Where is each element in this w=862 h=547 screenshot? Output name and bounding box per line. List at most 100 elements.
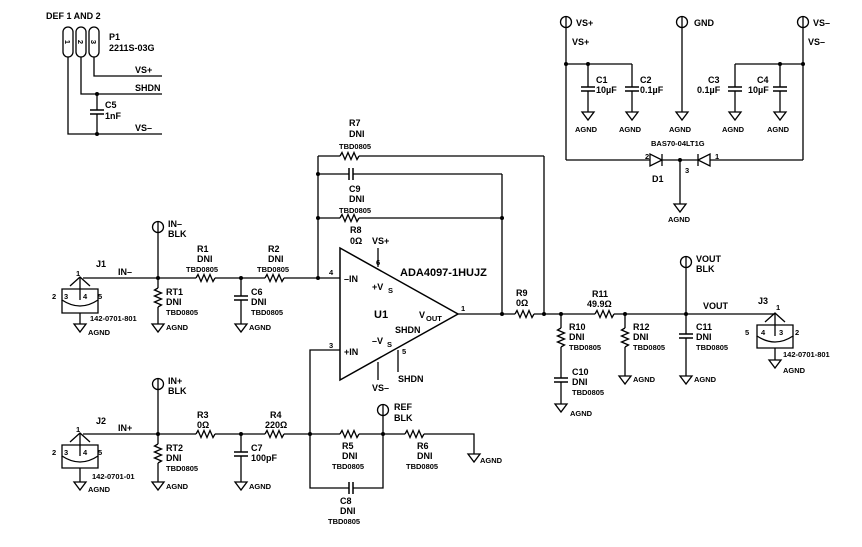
u1-pin-6: 6 [376,258,380,267]
r11-value: 49.9Ω [587,299,612,309]
c8-pkg: TBD0805 [328,517,360,526]
c7-value: 100pF [251,453,278,463]
r3-value: 0Ω [197,420,209,430]
u1-pin-vs-plus: +V [372,282,383,292]
r10-value: DNI [569,332,585,342]
vs-plus-net-label: VS+ [572,37,589,47]
c6-value: DNI [251,297,267,307]
rt1-value: DNI [166,297,182,307]
c4-gnd-label: AGND [767,125,790,134]
c2-gnd-label: AGND [619,125,642,134]
opamp-u1: ADA4097-1HUJZ U1 –IN +IN +V S –V S V OUT… [329,236,595,393]
vs-minus-net-label: VS– [808,37,825,47]
connector-j3: J3 1 5 4 3 2 142-0701-801 AGND [745,296,830,375]
d1-part: BAS70-04LT1G [651,139,705,148]
c5-value: 1nF [105,111,122,121]
c11-ref: C11 [696,322,712,332]
tp-in-plus-name: IN+ [168,376,182,386]
c1-value: 10µF [596,85,617,95]
r6-gnd-label: AGND [480,456,503,465]
rt2-pkg: TBD0805 [166,464,198,473]
r4-value: 220Ω [265,420,287,430]
u1-pin-4: 4 [329,268,334,277]
r6-pkg: TBD0805 [406,462,438,471]
c4-value: 10µF [748,85,769,95]
d1-ref: D1 [652,174,664,184]
r3-ref: R3 [197,410,209,420]
j2-ref: J2 [96,416,106,426]
p1-net-vs-minus: VS– [135,123,152,133]
c9-value: DNI [349,194,365,204]
r7-ref: R7 [349,118,361,128]
u1-pin-vs-plus-sub: S [388,286,393,295]
j3-pin-4: 4 [761,328,766,337]
c2-ref: C2 [640,75,652,85]
rt2-value: DNI [166,453,182,463]
c6-gnd-label: AGND [249,323,272,332]
c8-ref: C8 [340,496,352,506]
j3-gnd-label: AGND [783,366,806,375]
j2-pin-4: 4 [83,448,88,457]
r2-ref: R2 [268,244,280,254]
c11-gnd-label: AGND [694,375,717,384]
c11-pkg: TBD0805 [696,343,728,352]
feedback-network: R7 DNI TBD0805 C9 DNI TBD0805 R8 0Ω [316,118,545,314]
j1-pin-1: 1 [76,269,80,278]
in-plus-net-label: IN+ [118,423,132,433]
c11-value: DNI [696,332,712,342]
p1-net-vs-plus: VS+ [135,65,152,75]
j2-part: 142-0701-01 [92,472,135,481]
d1-pin-2: 2 [645,152,649,161]
j1-pin-4: 4 [83,292,88,301]
p1-pin-1: 1 [63,40,72,44]
u1-pin-vs-minus-sub: S [387,340,392,349]
r1-ref: R1 [197,244,209,254]
r10-ref: R10 [569,322,586,332]
u1-ref: U1 [374,309,388,321]
u1-pin-shdn: SHDN [395,325,421,335]
vout-net-label: VOUT [703,301,729,311]
j1-gnd-label: AGND [88,328,111,337]
j1-pin-5: 5 [98,292,102,301]
d1-gnd-label: AGND [668,215,691,224]
p1-pin-2: 2 [76,40,85,44]
j1-ref: J1 [96,259,106,269]
r5-ref: R5 [342,441,354,451]
vs-plus-testpoint-label: VS+ [576,18,593,28]
p1-ref: P1 [109,32,120,42]
u1-vs-plus-net: VS+ [372,236,389,246]
r9-value: 0Ω [516,298,528,308]
u1-part: ADA4097-1HUJZ [400,267,487,279]
tp-vout-name: VOUT [696,254,722,264]
r12-gnd-label: AGND [633,375,656,384]
u1-pin-3: 3 [329,341,333,350]
r12-pkg: TBD0805 [633,343,665,352]
c6-pkg: TBD0805 [251,308,283,317]
u1-shdn-net: SHDN [398,374,424,384]
tp-ref-name: REF [394,402,413,412]
j1-part: 142-0701-801 [90,314,137,323]
noninverting-input-section: IN+ BLK REF BLK IN+ R3 0Ω R4 220Ω R5 DNI… [52,349,503,526]
connector-p1: DEF 1 AND 2 1 2 3 P1 2211S-03G VS+ SHDN … [46,11,162,136]
c1-gnd-label: AGND [575,125,598,134]
r5-pkg: TBD0805 [332,462,364,471]
u1-pin-1: 1 [461,304,465,313]
in-minus-net-label: IN– [118,267,132,277]
tp-in-plus-color: BLK [168,386,187,396]
j2-pin-5: 5 [98,448,102,457]
u1-pin-vout-sub: OUT [426,314,442,323]
c7-ref: C7 [251,443,263,453]
r1-value: DNI [197,254,213,264]
r9-ref: R9 [516,288,528,298]
u1-pin-vout: V [419,310,425,320]
c10-value: DNI [572,377,588,387]
connector-j2: J2 1 2 3 4 5 142-0701-01 AGND [52,416,135,494]
j3-pin-3: 3 [779,328,783,337]
c5-ref: C5 [105,100,117,110]
r12-ref: R12 [633,322,650,332]
j2-gnd-label: AGND [88,485,111,494]
c10-gnd-label: AGND [570,409,593,418]
r5-value: DNI [342,451,358,461]
d1-pin-3: 3 [685,166,689,175]
c6-ref: C6 [251,287,263,297]
